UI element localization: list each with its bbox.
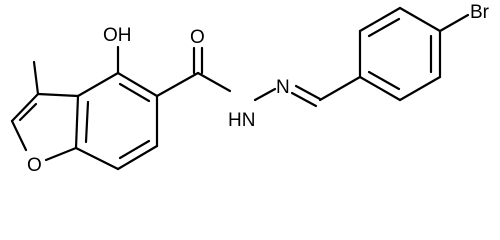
benzo-ring [74, 45, 159, 171]
bond-o1-c7a [44, 146, 78, 162]
bromophenyl-ring [358, 6, 470, 102]
hydrazone-linker [155, 46, 362, 108]
atom-label-nh: HN [228, 110, 255, 131]
bond-c6-c7 [116, 144, 159, 171]
bond-n-ch-a [294, 84, 322, 101]
bond-ar6-ar1 [358, 75, 402, 102]
bond-n-ch-b [290, 91, 318, 108]
bond-ch-aryl [318, 75, 362, 102]
bond-ar2-ar3-inner [367, 17, 401, 38]
bond-ar6-ar1-inner [367, 70, 401, 91]
bond-c7a-c3a [74, 94, 80, 150]
bond-c2-c3-inner [18, 102, 38, 122]
atom-label-n: N [276, 77, 290, 98]
molecule-diagram: OH O HN N Br O [10, 2, 490, 176]
bond-c4-c5 [116, 71, 159, 98]
furan-ring [10, 60, 80, 162]
bond-c7a-c3a-inner [84, 100, 90, 144]
bond-c7-c7a [74, 146, 120, 171]
bond-c4-c5-inner [118, 82, 151, 103]
bond-c2-o1 [10, 119, 28, 152]
atom-label-furan-o: O [27, 155, 42, 176]
bond-nh-n [253, 87, 277, 102]
bond-c3a-c4 [76, 71, 120, 98]
bond-carbonyl-nh [196, 71, 232, 93]
bond-ar2-ar3 [358, 6, 402, 33]
bond-ar3-ar4 [398, 6, 442, 33]
bond-c2-c3 [10, 92, 40, 123]
bond-ar4-br [438, 13, 470, 33]
structure-canvas: OH O HN N Br O [10, 2, 490, 176]
bond-c5-carbonyl [155, 71, 200, 98]
bond-c3-methyl [32, 60, 40, 96]
bond-c3-c3a [36, 92, 80, 98]
bond-ar5-ar6 [398, 75, 442, 102]
bond-c6-c7-inner [118, 139, 151, 160]
atom-label-br: Br [470, 2, 490, 23]
atom-label-oh: OH [103, 25, 132, 46]
atom-label-carbonyl-o: O [190, 27, 205, 48]
